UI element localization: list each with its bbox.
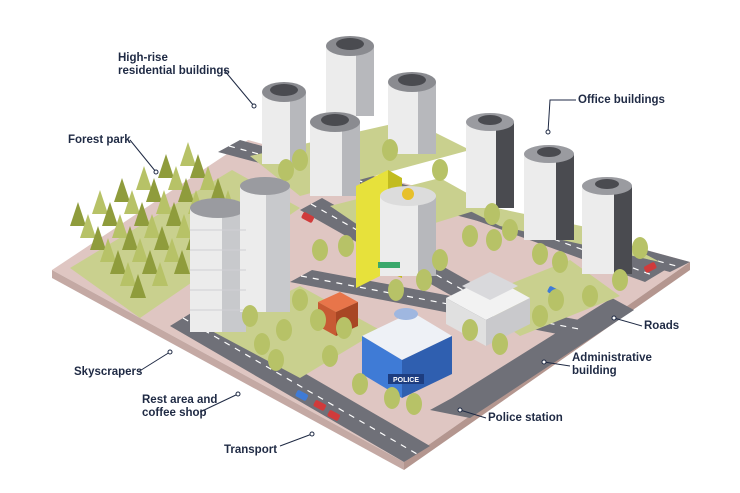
round-tree [352, 373, 368, 395]
round-tree [312, 239, 328, 261]
cone-tree [122, 226, 138, 250]
round-tree [432, 249, 448, 271]
round-tree [484, 203, 500, 225]
label-forest: Forest park [68, 134, 131, 146]
round-tree [310, 309, 326, 331]
round-tree [492, 333, 508, 355]
round-tree [388, 279, 404, 301]
cone-tree [180, 142, 196, 166]
cone-tree [200, 166, 216, 190]
cone-tree [168, 166, 184, 190]
cone-tree [154, 226, 170, 250]
label-highrise-line1: High-rise [118, 52, 168, 64]
round-tree [532, 243, 548, 265]
round-tree [552, 251, 568, 273]
cone-tree [80, 214, 96, 238]
label-administrative: Administrative building [572, 352, 652, 378]
round-tree [292, 149, 308, 171]
round-tree [254, 333, 270, 355]
round-tree [278, 159, 294, 181]
cone-tree [134, 202, 150, 226]
round-tree [462, 225, 478, 247]
label-roads: Roads [644, 320, 680, 332]
cone-tree [112, 214, 128, 238]
round-tree [292, 289, 308, 311]
cone-tree [166, 202, 182, 226]
cone-tree [130, 274, 146, 298]
cone-tree [174, 250, 190, 274]
cone-tree [102, 202, 118, 226]
cone-tree [92, 190, 108, 214]
central-buildings [356, 170, 436, 288]
round-tree [242, 305, 258, 327]
round-tree [548, 289, 564, 311]
cone-tree [120, 262, 136, 286]
cone-tree [156, 190, 172, 214]
cone-tree [132, 238, 148, 262]
cone-tree [124, 190, 140, 214]
label-admin-line2: building [572, 365, 617, 377]
label-rest-area: Rest area and coffee shop [142, 394, 217, 420]
round-tree [432, 159, 448, 181]
leader-lines [129, 69, 643, 447]
cone-tree [114, 178, 130, 202]
police-sign: POLICE [393, 377, 419, 384]
round-tree [406, 393, 422, 415]
cone-tree [70, 202, 86, 226]
label-highrise: High-rise residential buildings [118, 52, 230, 78]
label-highrise-line2: residential buildings [118, 65, 230, 77]
cone-tree [178, 178, 194, 202]
office-buildings [466, 113, 632, 274]
round-tree [612, 269, 628, 291]
cone-tree [136, 166, 152, 190]
cone-tree [146, 178, 162, 202]
police-station: POLICE [362, 308, 452, 398]
cone-tree [100, 238, 116, 262]
round-tree [384, 387, 400, 409]
round-tree [632, 237, 648, 259]
label-rest-line2: coffee shop [142, 407, 207, 419]
round-tree [268, 349, 284, 371]
cone-tree [158, 154, 174, 178]
round-tree [502, 219, 518, 241]
label-transport: Transport [224, 444, 278, 456]
round-trees [242, 139, 648, 415]
round-tree [382, 139, 398, 161]
label-skyscrapers: Skyscrapers [74, 366, 143, 378]
label-admin-line1: Administrative [572, 352, 652, 364]
cone-tree [144, 214, 160, 238]
label-rest-line1: Rest area and [142, 394, 218, 406]
cone-tree [152, 262, 168, 286]
skyscrapers [190, 177, 290, 332]
cone-tree [176, 214, 192, 238]
cone-tree [164, 238, 180, 262]
cone-tree [210, 178, 226, 202]
round-tree [276, 319, 292, 341]
round-tree [336, 317, 352, 339]
cone-tree [90, 226, 106, 250]
round-tree [416, 269, 432, 291]
cone-tree [190, 154, 206, 178]
cone-tree [142, 250, 158, 274]
round-tree [486, 229, 502, 251]
round-tree [532, 305, 548, 327]
round-tree [582, 285, 598, 307]
round-tree [338, 235, 354, 257]
label-police: Police station [488, 412, 563, 424]
round-tree [462, 319, 478, 341]
round-tree [322, 345, 338, 367]
label-office: Office buildings [578, 94, 665, 106]
cone-tree [110, 250, 126, 274]
